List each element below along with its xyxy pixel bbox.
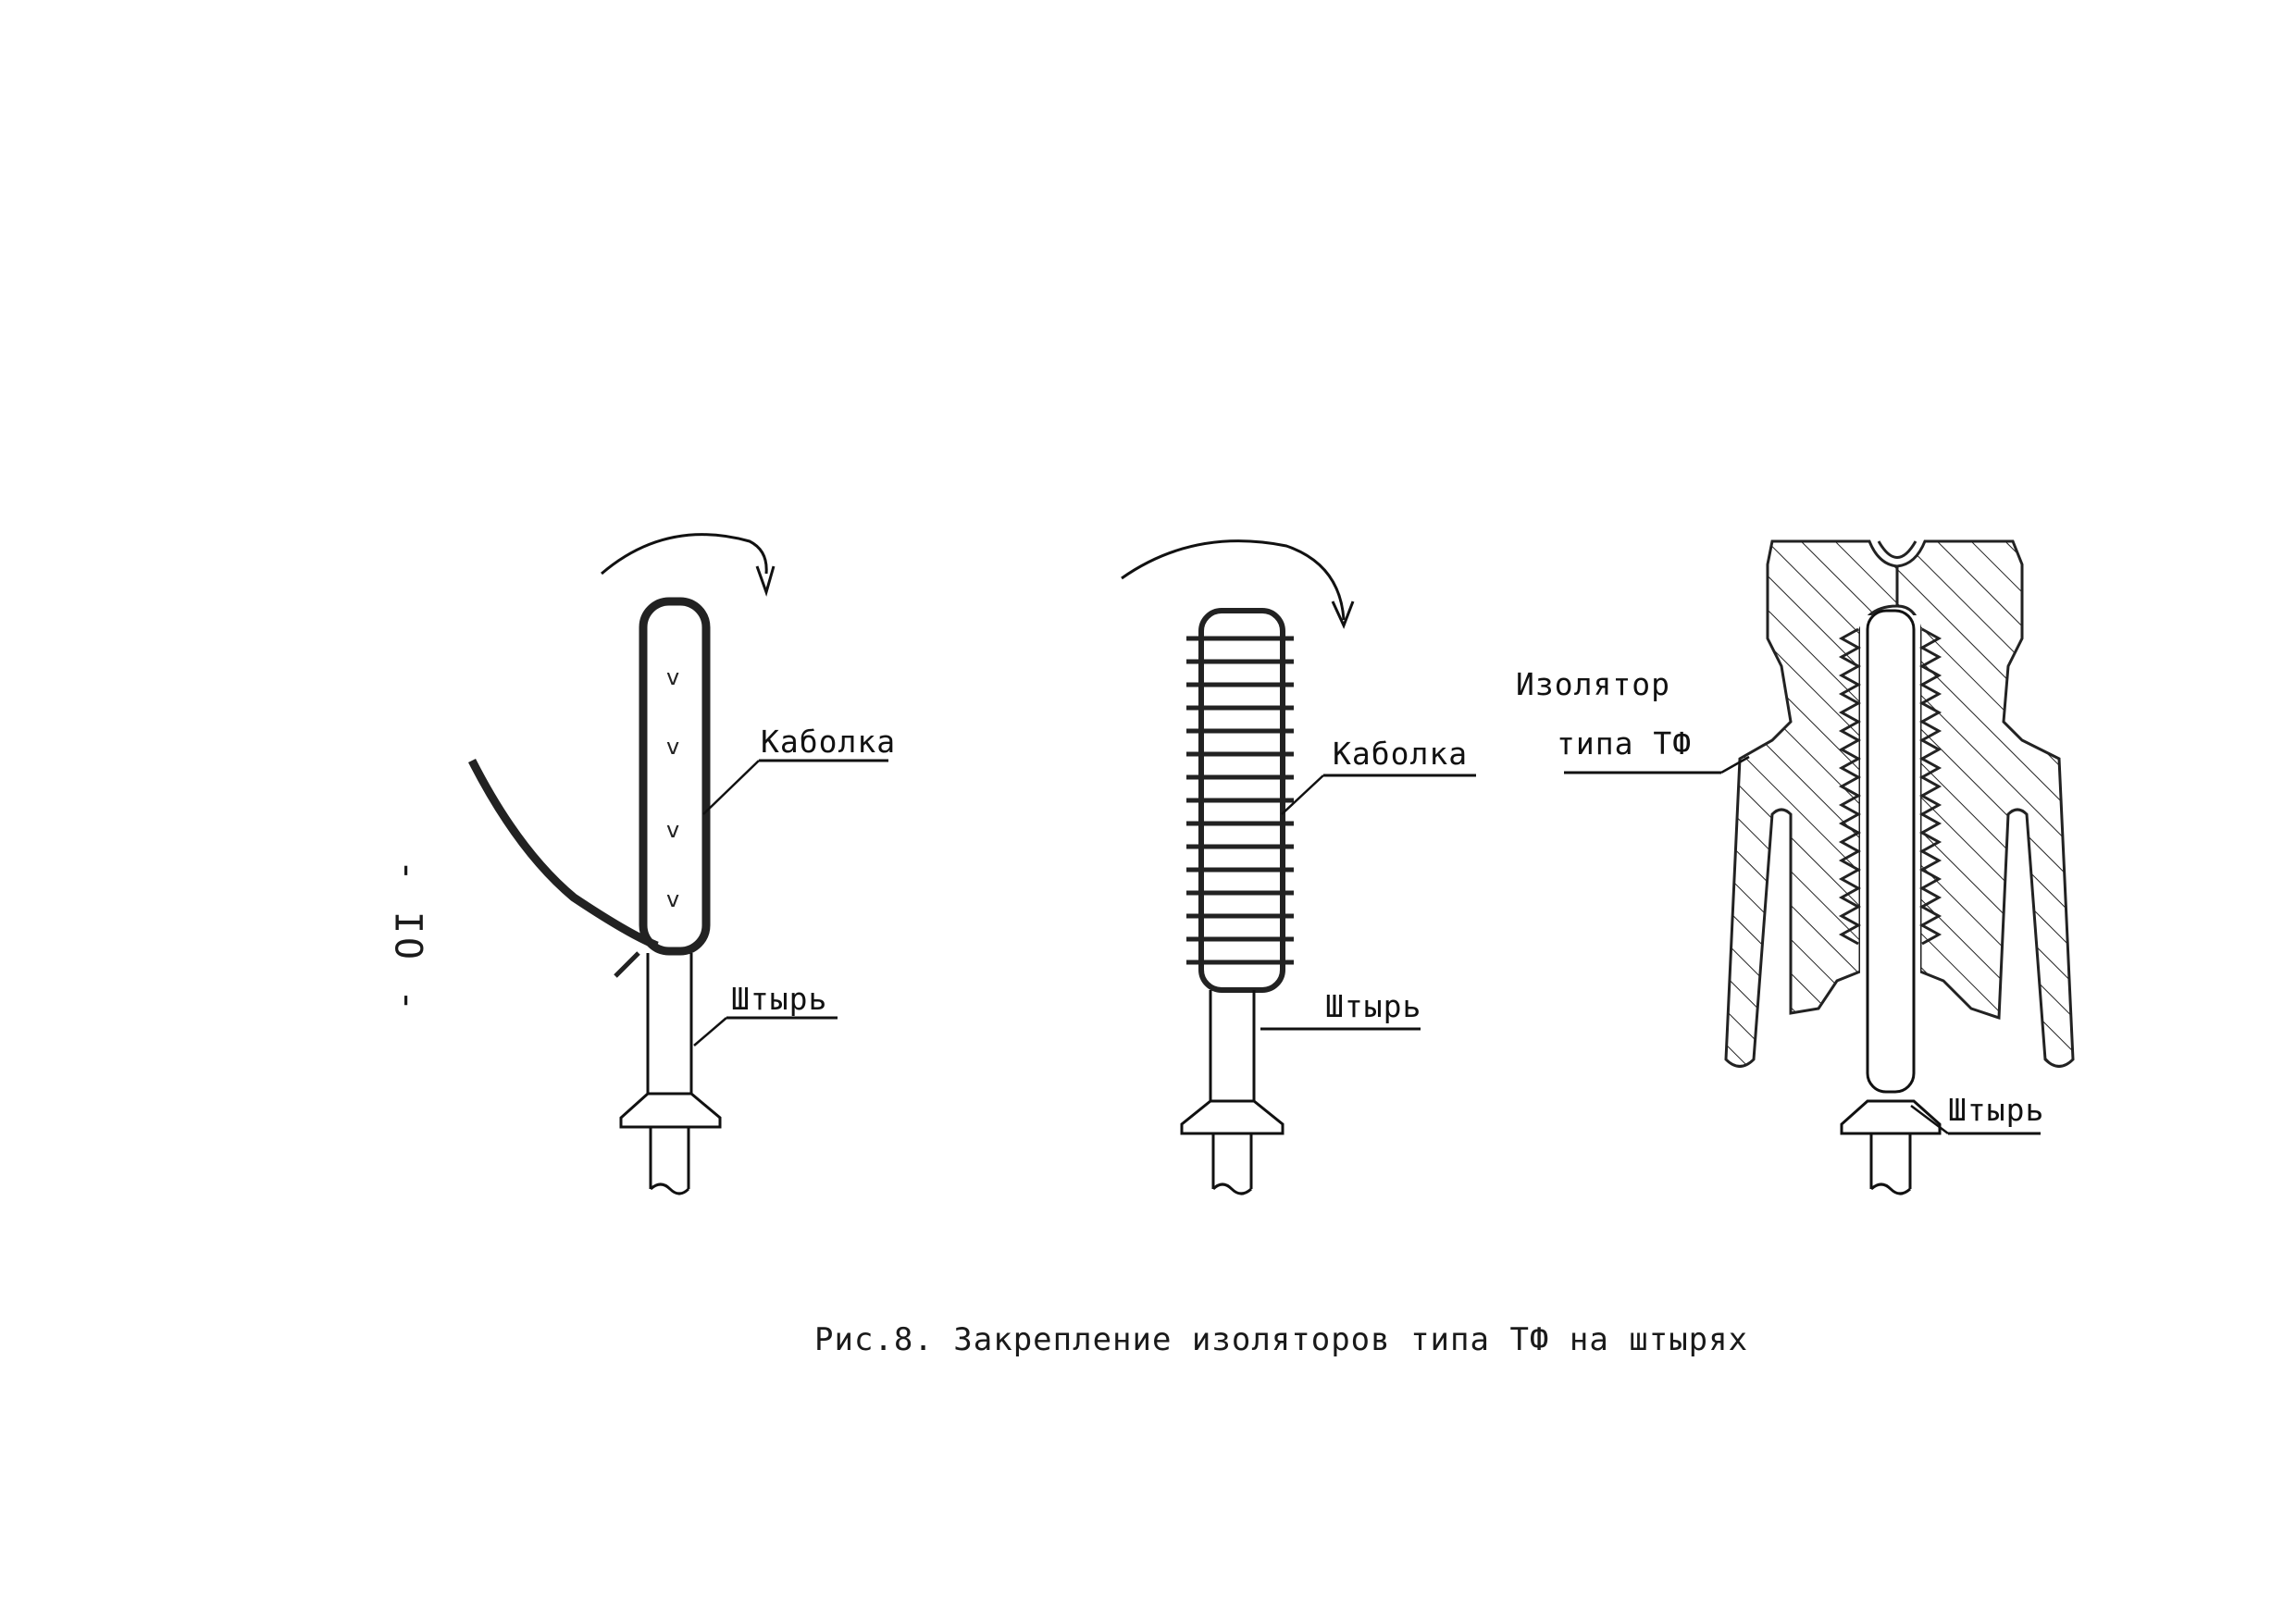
svg-text:v: v [666,886,679,912]
page-number: - IO - [386,859,429,1016]
fig2-pin-label: Штырь [1325,988,1422,1024]
figure-3-insulator-section [1564,539,2075,1195]
svg-text:v: v [666,734,679,760]
svg-text:v: v [666,664,679,690]
figure-caption: Рис.8. Закрепление изоляторов типа ТФ на… [814,1321,1749,1358]
fig3-insulator-label-line2: типа ТФ [1557,725,1693,761]
svg-text:v: v [666,817,679,843]
fig1-cap-label: Каболка [761,724,897,760]
figure-2-threaded-pin [1121,539,1476,1195]
fig2-cap-label: Каболка [1333,736,1469,772]
fig3-insulator-label-line1: Изолятор [1516,666,1670,702]
fig3-pin-label: Штырь [1948,1092,2045,1128]
figure-1-wrapped-pin: v v v v [467,533,888,1195]
fig1-pin-label: Штырь [731,981,828,1017]
